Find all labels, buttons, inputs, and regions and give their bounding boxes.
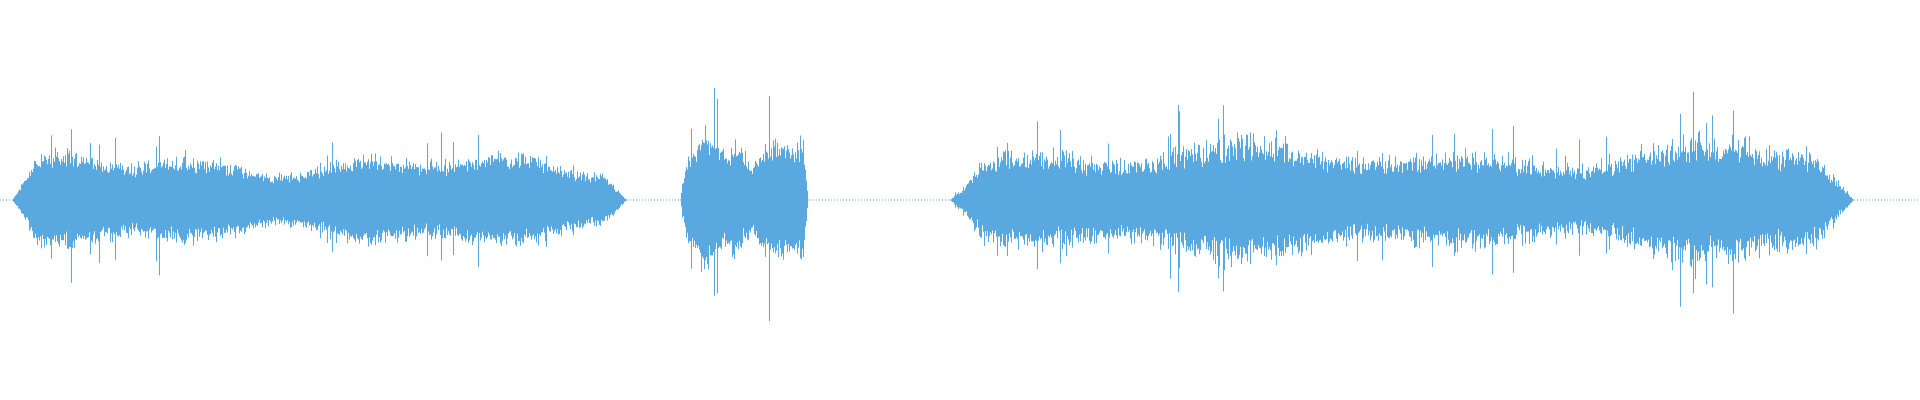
segment-1-wave-path [12,129,627,283]
segment-2-wave-path [680,87,809,321]
waveform-segment-3 [950,91,1854,314]
waveform-segment-2 [680,87,809,321]
segment-3-wave-path [950,91,1854,314]
waveform-segments [12,87,1854,321]
waveform-segment-1 [12,129,627,283]
